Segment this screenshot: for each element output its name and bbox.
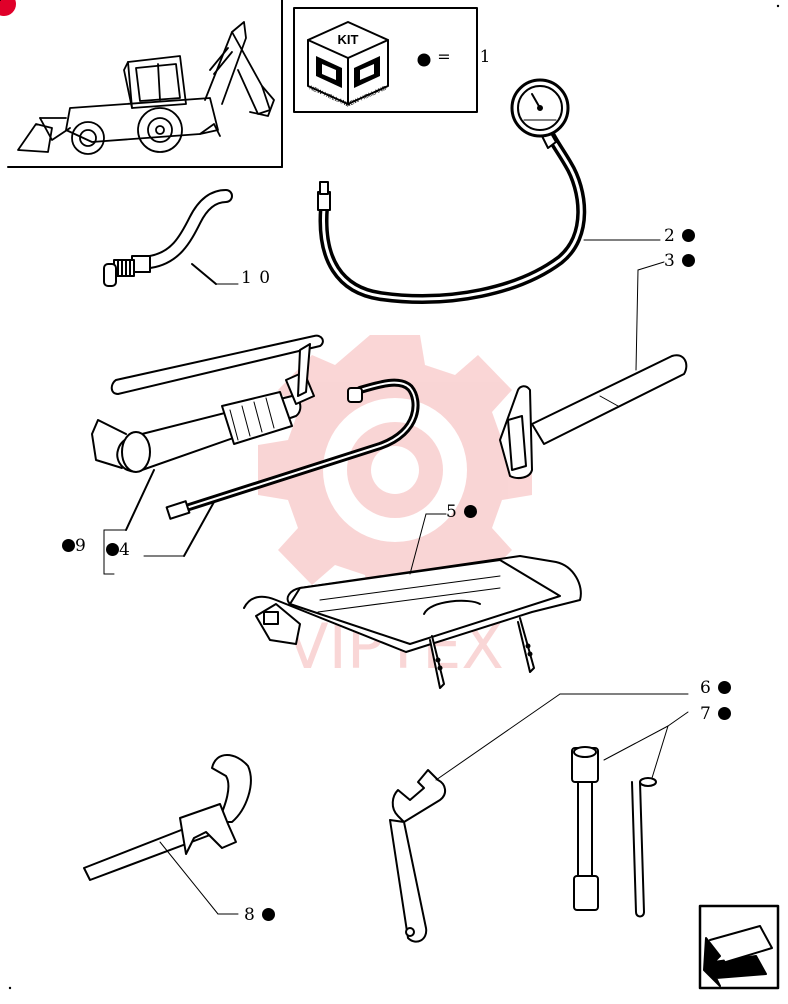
callout-7: 7 xyxy=(700,704,732,724)
part-8-clamp-tool xyxy=(83,754,252,915)
next-page-nav[interactable] xyxy=(698,904,780,990)
new-holland-logo-right-icon xyxy=(354,56,380,88)
kit-dot-icon xyxy=(262,908,276,921)
kit-dot-icon xyxy=(106,543,119,556)
part-7-box-wrench xyxy=(571,711,689,918)
part-9-grease-gun xyxy=(91,334,324,575)
callout-2: 2 xyxy=(664,226,696,246)
kit-legend-equals: = xyxy=(437,47,450,66)
kit-dot-icon xyxy=(682,254,696,267)
watermark-logo-icon xyxy=(258,335,532,605)
machine-thumbnail-frame xyxy=(0,0,283,168)
kit-legend-box xyxy=(293,7,478,113)
part-5-tool-bag xyxy=(243,513,582,689)
kit-legend-dot-icon xyxy=(417,53,431,67)
kit-badge-text: KIT xyxy=(338,32,359,47)
brand-text-left: NEW HOLLAND xyxy=(308,85,351,109)
kit-dot-icon xyxy=(718,681,732,694)
corner-mark-icon xyxy=(0,0,16,16)
backhoe-loader-illustration xyxy=(17,21,275,155)
brand-text-right: NEW HOLLAND xyxy=(345,85,388,109)
kit-dot-icon xyxy=(682,229,696,242)
part-10-grease-fitting-hose xyxy=(103,189,239,287)
corner-tick xyxy=(8,986,12,990)
new-holland-logo-left-icon xyxy=(316,56,342,88)
callout-3: 3 xyxy=(664,251,696,271)
callout-10: 1 0 xyxy=(241,268,272,288)
part-3-hammer xyxy=(499,261,688,479)
next-page-arrow-icon[interactable] xyxy=(703,937,767,987)
kit-dot-icon xyxy=(718,707,732,720)
part-4-flexible-hose xyxy=(143,378,420,557)
kit-dot-icon xyxy=(464,505,478,518)
kit-dot-icon xyxy=(62,539,75,552)
callout-4: 4 xyxy=(106,540,131,560)
callout-9: 9 xyxy=(62,536,87,556)
part-6-adjustable-wrench xyxy=(389,693,689,943)
callout-6: 6 xyxy=(700,678,732,698)
corner-tick xyxy=(776,4,780,8)
kit-legend-number: 1 xyxy=(480,47,491,67)
callout-5: 5 xyxy=(446,502,478,522)
part-2-pressure-gauge xyxy=(317,78,661,304)
callout-8: 8 xyxy=(244,905,276,925)
